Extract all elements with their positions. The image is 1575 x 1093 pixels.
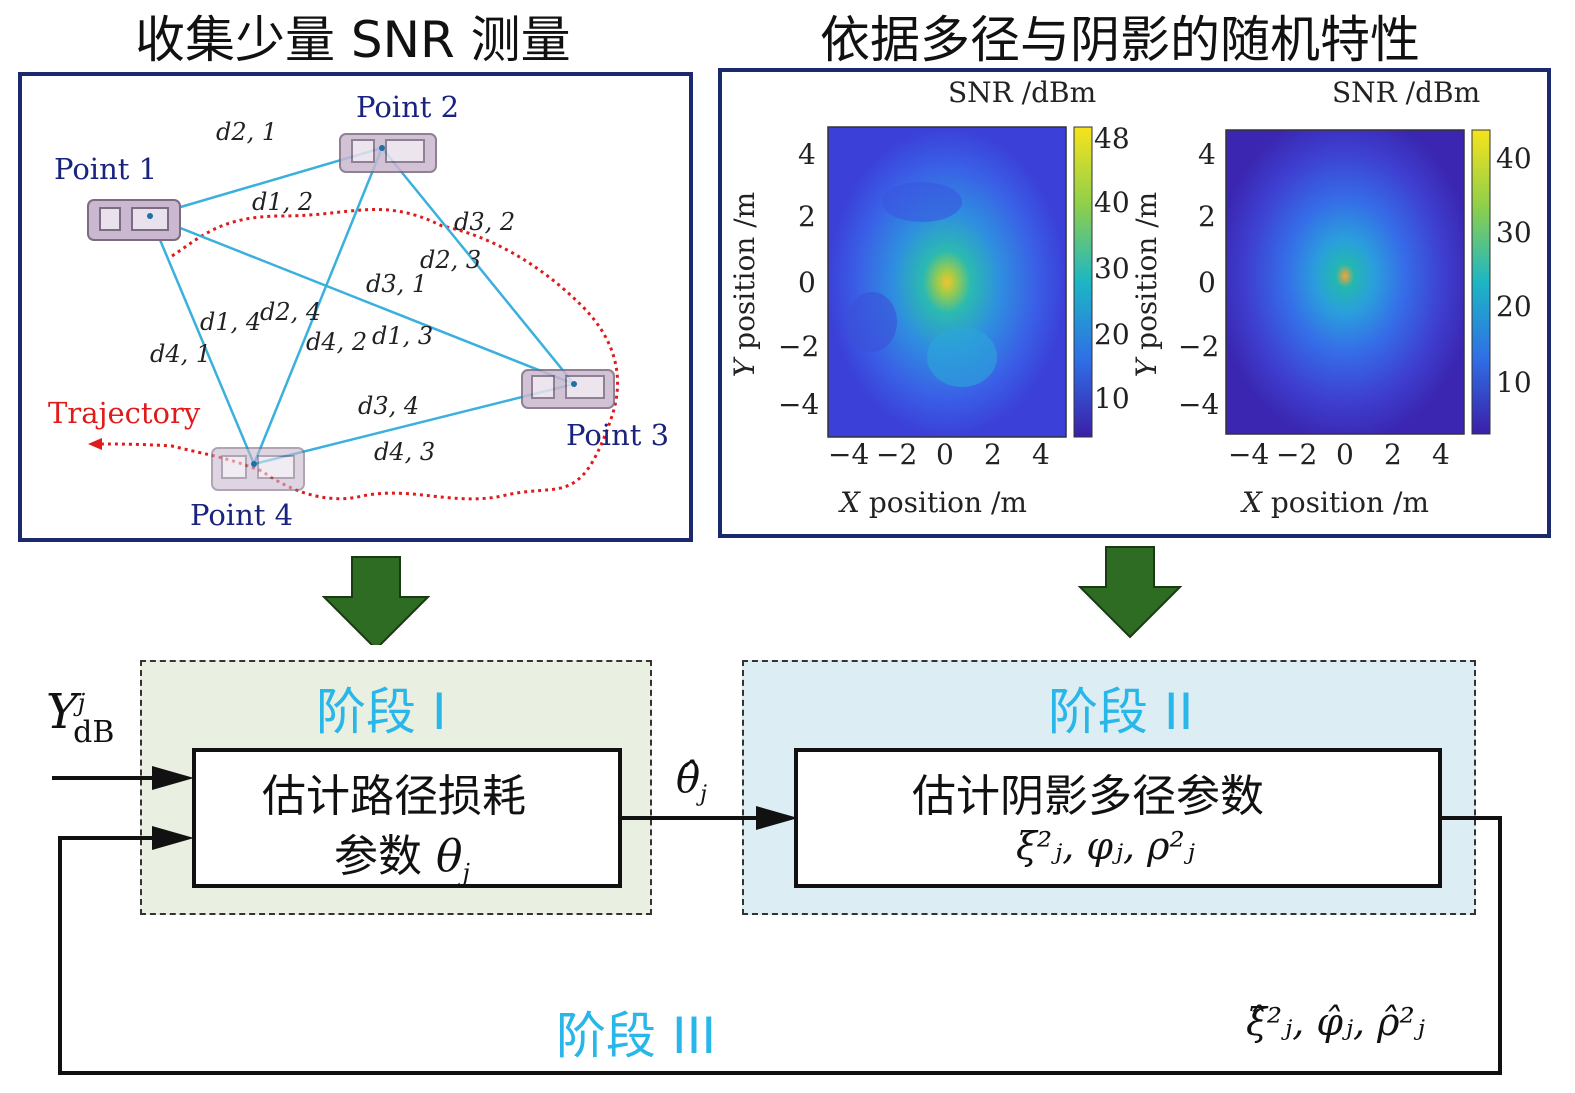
theta-hat-label: θ̂j (676, 756, 707, 807)
pathloss-box-line2: 参数 θj (334, 831, 470, 887)
xtick: −4 (828, 438, 870, 471)
point-4-label: Point 4 (190, 498, 294, 532)
ytick: 4 (1198, 138, 1216, 171)
pathloss-estimation-box (192, 748, 622, 888)
down-arrow-right (1077, 546, 1183, 639)
dist-label: d3, 1 (366, 270, 428, 298)
dist-label: d4, 3 (374, 438, 436, 466)
ytick: −4 (1178, 388, 1220, 421)
cbar-tick: 20 (1094, 318, 1130, 351)
shadow-params: ξ²ⱼ, φⱼ, ρ²ⱼ (1016, 824, 1195, 868)
xtick: 4 (1032, 438, 1050, 471)
heatmap-graphics (827, 126, 1491, 438)
xtick: 0 (1336, 438, 1354, 471)
dist-label: d3, 4 (358, 392, 420, 420)
ytick: 2 (1198, 200, 1216, 233)
xtick: 0 (936, 438, 954, 471)
dist-label: d1, 4 (200, 308, 262, 336)
stage-2-label: 阶段 II (1048, 683, 1194, 741)
ytick: −2 (1178, 330, 1220, 363)
shadow-box-line1: 估计阴影多径参数 (912, 771, 1264, 822)
ytick: 2 (798, 200, 816, 233)
theta-arrowhead (756, 806, 798, 830)
snr-label-1: SNR /dBm (948, 76, 1097, 109)
snr-label-2: SNR /dBm (1332, 76, 1481, 109)
xtick: −2 (1276, 438, 1318, 471)
network-panel: Point 1 Point 2 Point 3 Point 4 d2, 1 d1… (18, 72, 693, 542)
pathloss-box-line1: 估计路径损耗 (262, 771, 526, 822)
point-3-label: Point 3 (566, 418, 670, 452)
device-4 (211, 447, 305, 491)
ytick: 0 (798, 266, 816, 299)
dist-label: d2, 3 (420, 246, 482, 274)
dist-label: d2, 4 (260, 298, 322, 326)
dist-label: d3, 2 (454, 208, 516, 236)
cbar-tick: 40 (1094, 186, 1130, 219)
feedback-arrowhead (152, 826, 194, 850)
ytick: 4 (798, 138, 816, 171)
ytick: −2 (778, 330, 820, 363)
point-2-label: Point 2 (356, 90, 460, 124)
trajectory-path (101, 207, 620, 501)
xaxis-label-2: X position /m (1242, 486, 1429, 519)
xtick: −2 (876, 438, 918, 471)
xtick: 2 (984, 438, 1002, 471)
xtick: 2 (1384, 438, 1402, 471)
cbar-tick: 10 (1496, 366, 1532, 399)
cbar-tick: 10 (1094, 382, 1130, 415)
heatmap-2 (1225, 129, 1465, 435)
device-3 (521, 369, 615, 409)
ytick: −4 (778, 388, 820, 421)
dist-label: d1, 2 (252, 188, 314, 216)
stage-1-label: 阶段 I (316, 683, 447, 741)
right-title: 依据多径与阴影的随机特性 (820, 11, 1420, 69)
shadow-multipath-box (794, 748, 1442, 888)
input-Y-label: YjdB (46, 684, 115, 750)
dist-label: d4, 2 (306, 328, 368, 356)
ytick: 0 (1198, 266, 1216, 299)
dist-label: d4, 1 (150, 340, 212, 368)
device-1 (87, 199, 181, 241)
cbar-tick: 30 (1094, 252, 1130, 285)
network-diagram (87, 133, 620, 501)
trajectory-arrowhead (88, 438, 102, 450)
dist-label: d2, 1 (216, 118, 278, 146)
heatmap-panel: SNR /dBm 4 2 0 −2 −4 −4 −2 0 2 4 48 40 3… (718, 68, 1551, 538)
down-arrow-left (321, 556, 431, 645)
cbar-tick: 40 (1496, 142, 1532, 175)
xtick: 4 (1432, 438, 1450, 471)
xaxis-label-1: X position /m (840, 486, 1027, 519)
xtick: −4 (1228, 438, 1270, 471)
heatmap-1 (827, 126, 1067, 438)
estimated-params-label: ξ̂²ⱼ, φ̂ⱼ, ρ̂²ⱼ (1246, 1000, 1425, 1044)
cbar-tick: 20 (1496, 290, 1532, 323)
input-arrowhead (152, 766, 194, 790)
left-title: 收集少量 SNR 测量 (135, 11, 571, 69)
trajectory-label: Trajectory (48, 396, 201, 430)
dist-label: d1, 3 (372, 322, 434, 350)
point-1-label: Point 1 (54, 152, 158, 186)
device-2 (339, 133, 437, 173)
cbar-tick: 30 (1496, 216, 1532, 249)
down-arrows (321, 546, 1183, 645)
stage-3-label: 阶段 III (556, 1007, 717, 1065)
cbar-tick: 48 (1094, 122, 1130, 155)
